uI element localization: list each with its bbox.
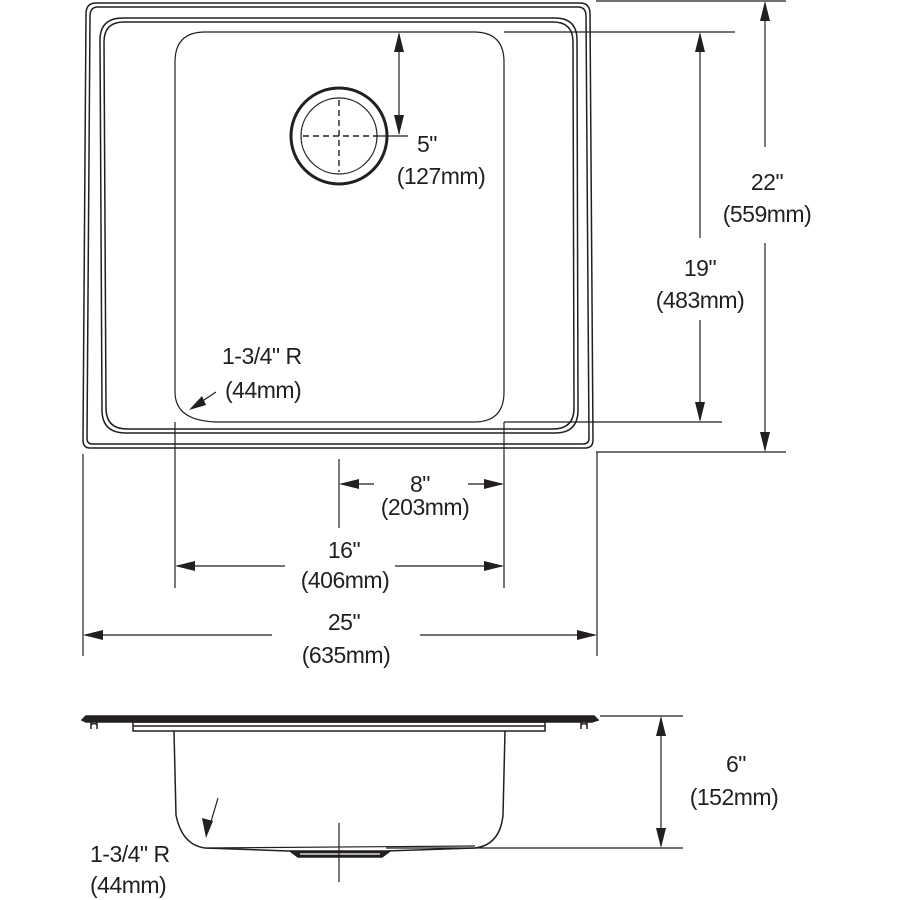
- arrow-head-up: [760, 1, 770, 21]
- arrow-head-right: [577, 630, 597, 640]
- drain-to-edge-metric: (203mm): [381, 494, 470, 520]
- outer-rim-inner-line: [86, 6, 590, 445]
- drain-to-edge-label: 8": [410, 471, 430, 497]
- arrow-head-left: [175, 561, 195, 571]
- horizontal-dimensions: [82, 422, 597, 656]
- bowl-outline: [174, 31, 505, 423]
- vertical-dimensions: [504, 0, 786, 656]
- overall-length-metric: (559mm): [723, 201, 812, 227]
- overall-length-label: 22": [751, 169, 784, 195]
- radius-arrow-head: [189, 396, 206, 410]
- side-radius-label: 1-3/4" R: [90, 841, 170, 867]
- drain-offset-metric: (127mm): [397, 163, 486, 189]
- arrow-head-left: [339, 479, 359, 489]
- arrow-head-up: [656, 716, 666, 736]
- bowl-length-metric: (483mm): [656, 287, 745, 313]
- arrow-head-down: [656, 828, 666, 848]
- overall-width-metric: (635mm): [302, 642, 391, 668]
- deck-edge-inner-line: [103, 21, 575, 430]
- bowl-length-label: 19": [684, 255, 717, 281]
- corner-radius-label: 1-3/4" R: [222, 343, 302, 369]
- arrow-head-right: [484, 479, 504, 489]
- arrow-head-up: [394, 32, 404, 52]
- mounting-clip-left: [90, 722, 98, 729]
- overall-width-label: 25": [328, 609, 361, 635]
- bowl-width-label: 16": [328, 537, 361, 563]
- mounting-clip-right: [580, 722, 588, 729]
- depth-label: 6": [726, 751, 746, 777]
- top-view: [82, 2, 594, 449]
- bowl-width-metric: (406mm): [301, 567, 390, 593]
- depth-metric: (152mm): [690, 784, 779, 810]
- side-rim: [80, 715, 600, 723]
- drain-offset-label: 5": [417, 131, 437, 157]
- arrow-head-down: [760, 432, 770, 452]
- arrow-head-right: [484, 561, 504, 571]
- deck-edge: [99, 17, 579, 434]
- arrow-head-up: [695, 32, 705, 52]
- arrow-head-down: [394, 115, 404, 135]
- side-bowl-bottom-inner: [204, 845, 476, 849]
- side-radius-arrow-head: [202, 818, 213, 838]
- arrow-head-left: [83, 630, 103, 640]
- outer-rim: [82, 2, 594, 449]
- side-radius-leader: [209, 797, 219, 826]
- corner-radius-metric: (44mm): [225, 377, 301, 403]
- arrow-head-down: [695, 402, 705, 422]
- side-view: [80, 715, 683, 882]
- side-radius-metric: (44mm): [90, 872, 166, 898]
